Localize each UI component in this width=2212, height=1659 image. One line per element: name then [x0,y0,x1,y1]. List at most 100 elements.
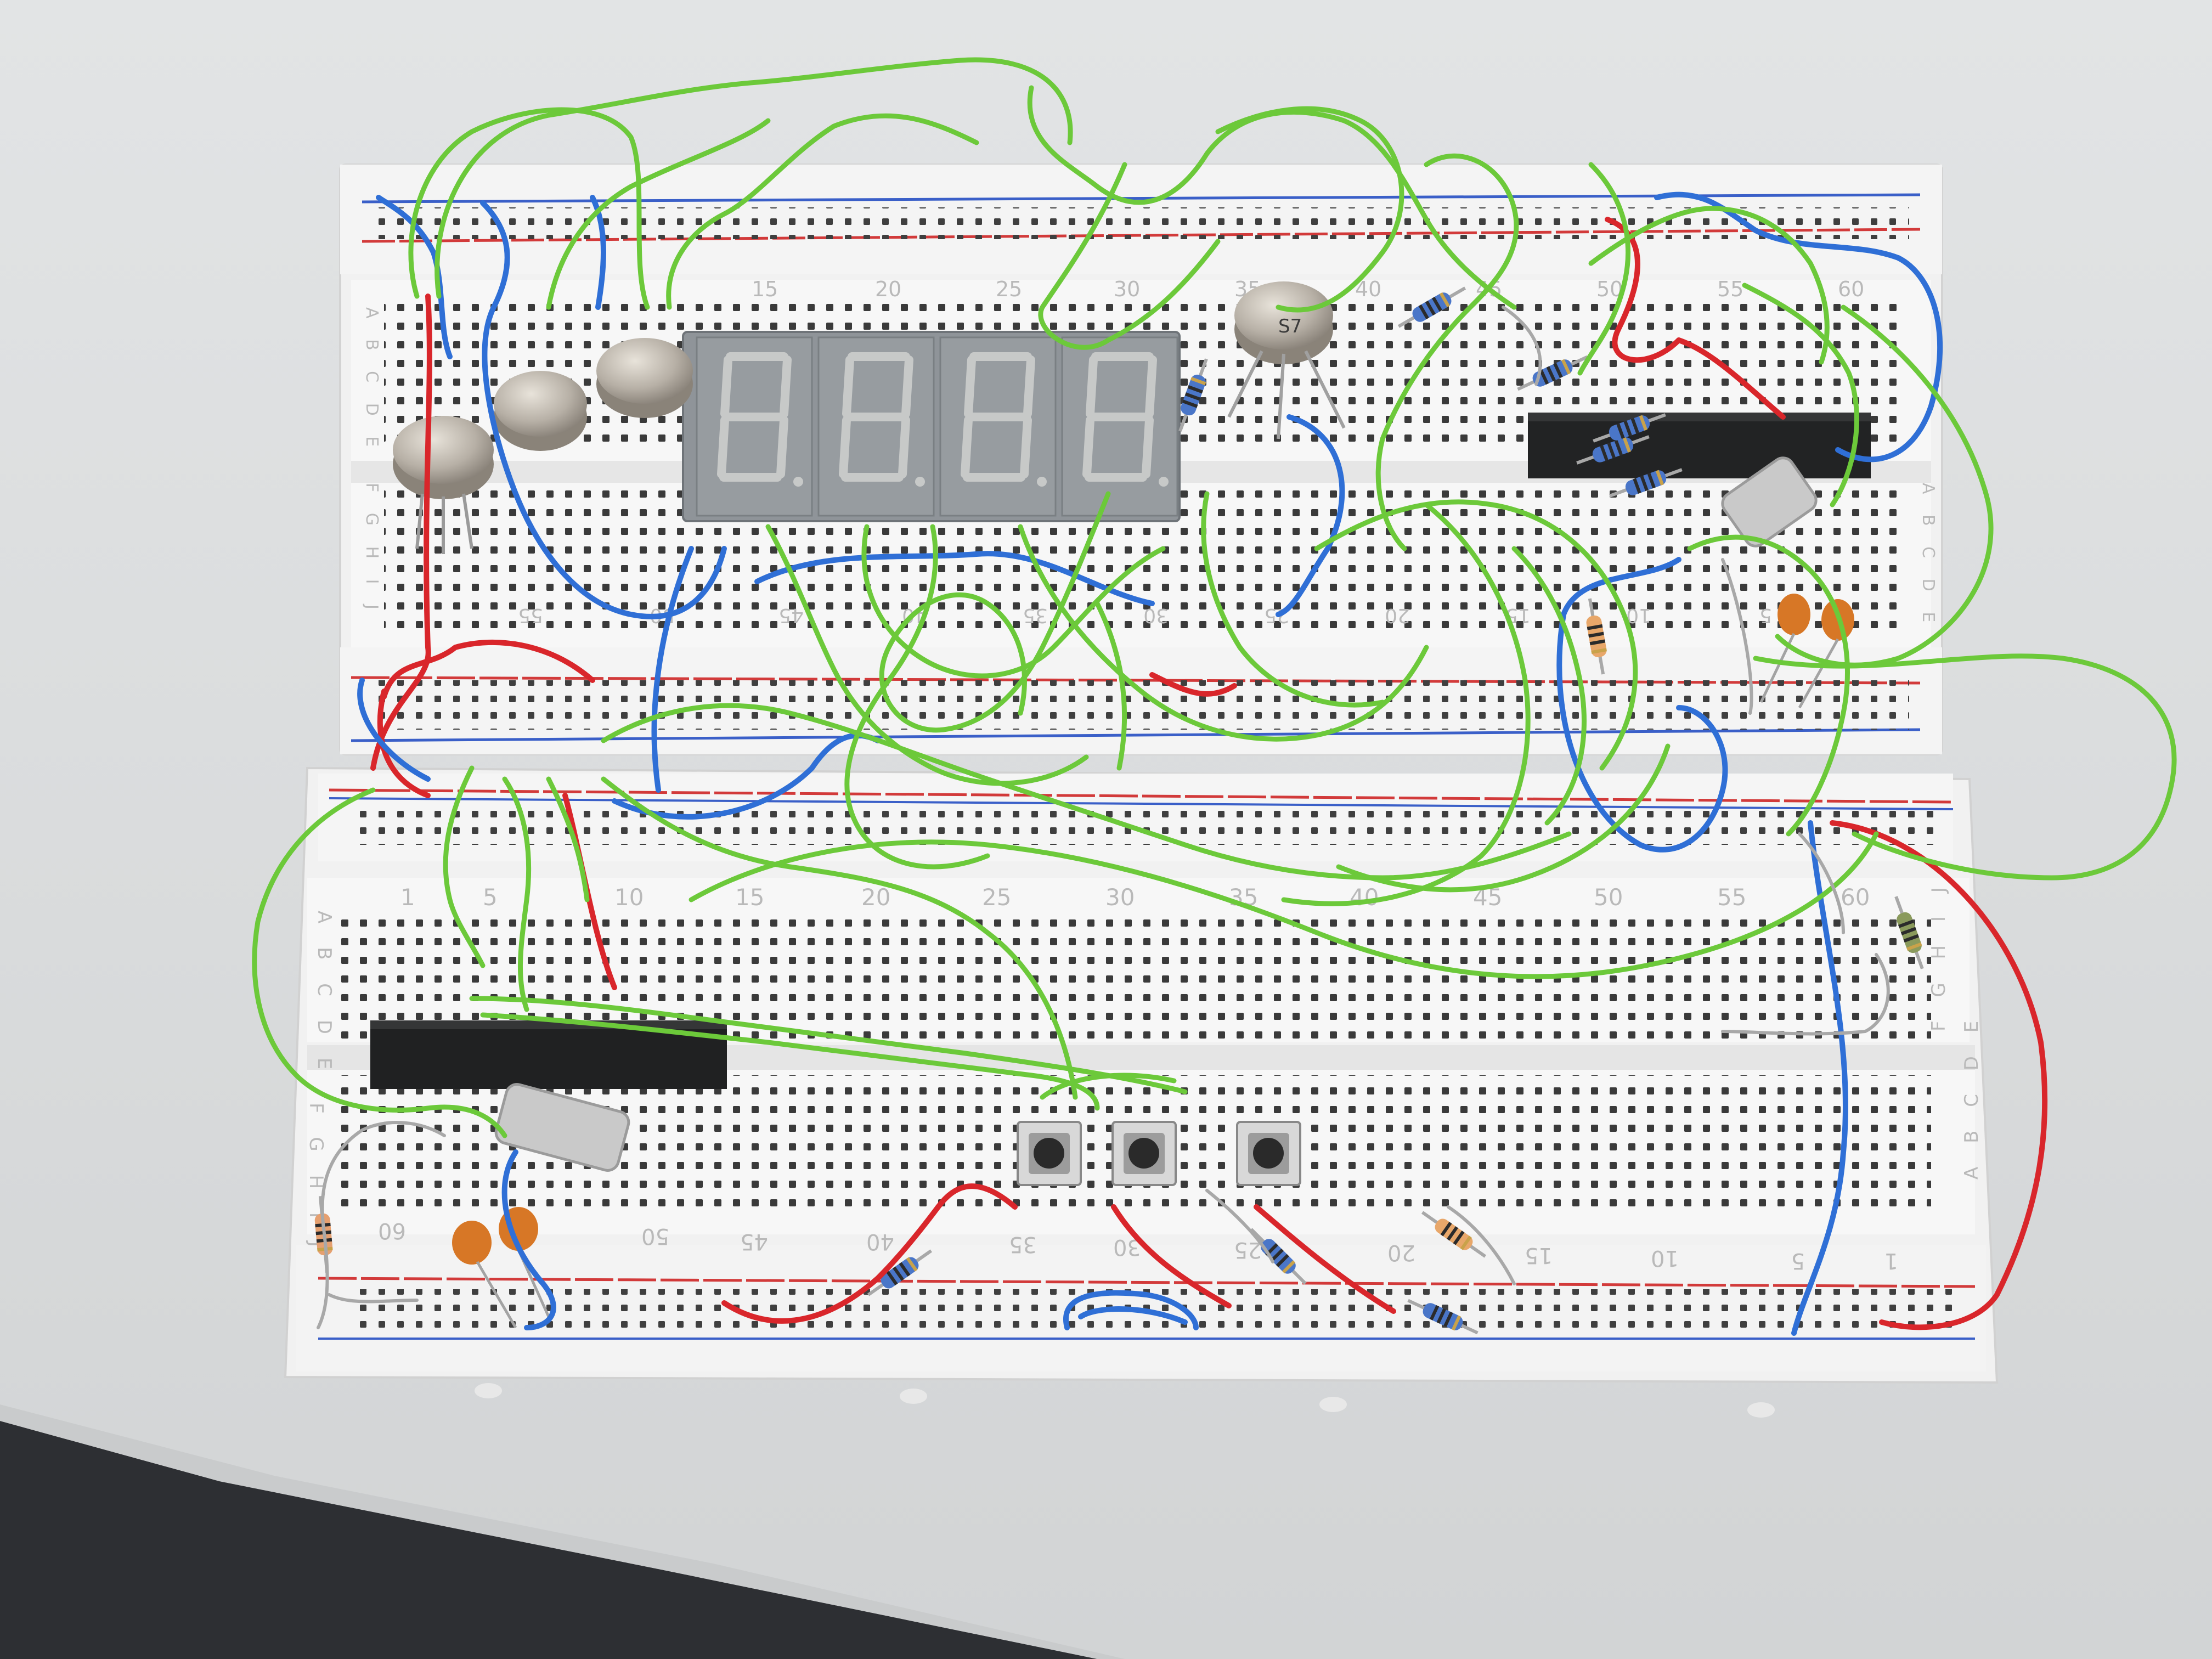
upper-col-label-bottom: 30 [1143,604,1169,627]
lower-col-label: 60 [1841,884,1870,911]
decimal-point [793,477,803,487]
transistor-marked: S7 [1227,281,1346,439]
lower-col-label: 1 [400,884,415,911]
display-segment [717,416,729,478]
resistor [1593,413,1666,443]
wires-red [370,217,2048,1330]
upper-col-label-bottom: 35 [1023,604,1048,627]
display-segment [1142,416,1154,478]
upper-col-label-bottom: 20 [1385,604,1410,627]
decimal-point [1037,477,1047,487]
upper-col-label-bottom: 45 [778,604,804,627]
display-digit [817,336,935,517]
lower-col-label: 50 [1594,884,1623,911]
seven-segment-display [682,331,1181,522]
push-button [1017,1121,1082,1186]
lower-col-label-bottom: 50 [641,1223,669,1249]
lower-col-label-bottom: 20 [1387,1240,1415,1265]
lower-col-label-bottom: 45 [740,1229,768,1254]
display-segment [961,416,973,478]
transistor [393,416,494,554]
resistor [1894,896,1924,969]
table-edge [0,1404,1125,1659]
resistor [1517,355,1588,391]
display-segment [842,356,854,418]
display-digit [696,336,813,517]
display-segment [1082,416,1094,478]
lower-col-label-bottom: 15 [1525,1243,1553,1268]
resistor [1576,435,1650,465]
display-segment [780,356,792,418]
lower-col-label-bottom: 10 [1651,1245,1679,1271]
resistor [1586,598,1607,675]
upper-col-label: 20 [875,277,901,301]
upper-col-label-bottom: 55 [518,604,543,627]
upper-row-letters-bottom: F G H I J [362,483,381,617]
wires-green [252,57,2177,1138]
upper-col-label: 15 [752,277,778,301]
lower-col-label-bottom: 40 [866,1229,894,1254]
upper-row-letters-top: A B C D E [362,307,381,454]
resistors [314,286,1924,1335]
lower-row-letters-right-lower: A B C D E [1961,1012,1983,1180]
microcontroller-chip-upper [1528,413,1871,478]
display-segment [1023,356,1035,418]
push-button [1111,1121,1177,1186]
crystal-oscillator-lower [494,1083,630,1172]
decimal-point [915,477,925,487]
lower-col-label: 5 [483,884,498,911]
lower-col-label: 40 [1350,884,1379,911]
display-segment [720,356,732,418]
display-segment [964,356,976,418]
display-segment [901,356,913,418]
upper-col-label: 60 [1838,277,1864,301]
lower-col-label: 30 [1105,884,1135,911]
upper-row-letters-right: A B C D E [1918,483,1938,630]
push-button [1236,1121,1301,1186]
lower-col-label: 15 [735,884,764,911]
lower-column-numbers-bottom: 60 50 45 40 35 30 25 20 15 10 5 1 [378,1218,1898,1273]
lower-col-label: 10 [614,884,644,911]
upper-col-label-bottom: 5 [1759,604,1772,627]
resistor [1397,286,1466,328]
lower-col-label-bottom: 35 [1009,1232,1037,1257]
lower-row-letters-left: A B C D E [313,911,335,1078]
resistor [1178,358,1208,432]
lower-row-letters-right-upper: F G H I J [1928,878,1950,1031]
lower-col-label-bottom: 5 [1791,1248,1805,1273]
upper-col-label: 30 [1114,277,1140,301]
lower-col-label: 25 [982,884,1011,911]
display-digits [696,336,1178,517]
lower-col-label-bottom: 1 [1884,1248,1898,1273]
display-segment [898,416,910,478]
resistor [1609,468,1683,498]
display-segment [776,416,788,478]
upper-column-numbers-top: 15 20 25 30 35 40 45 50 55 60 [752,277,1864,301]
transistor [494,371,587,451]
lower-col-label: 20 [861,884,890,911]
transistor-marking: S7 [1278,315,1302,337]
display-segment [1145,356,1157,418]
upper-col-label-bottom: 10 [1626,604,1651,627]
table-edge-shadow [0,1421,1097,1659]
display-digit [1061,336,1178,517]
resistor [1407,1299,1479,1335]
display-digit [939,336,1057,517]
lower-col-label-bottom: 25 [1234,1237,1262,1262]
lower-col-label: 55 [1717,884,1746,911]
upper-col-label: 25 [996,277,1022,301]
lower-col-label-bottom: 60 [378,1218,406,1243]
push-buttons [1017,1121,1301,1186]
transistor-cans: S7 [393,281,1346,554]
display-segment [1086,356,1098,418]
decimal-point [1159,477,1169,487]
display-segment [1020,416,1032,478]
resistor [1421,1211,1487,1258]
upper-col-label: 55 [1717,277,1743,301]
transistor [596,338,693,418]
resistor [867,1249,933,1296]
crystal-oscillator-upper [1721,456,1818,548]
component-leads [317,306,1890,1329]
display-segment [839,416,851,478]
